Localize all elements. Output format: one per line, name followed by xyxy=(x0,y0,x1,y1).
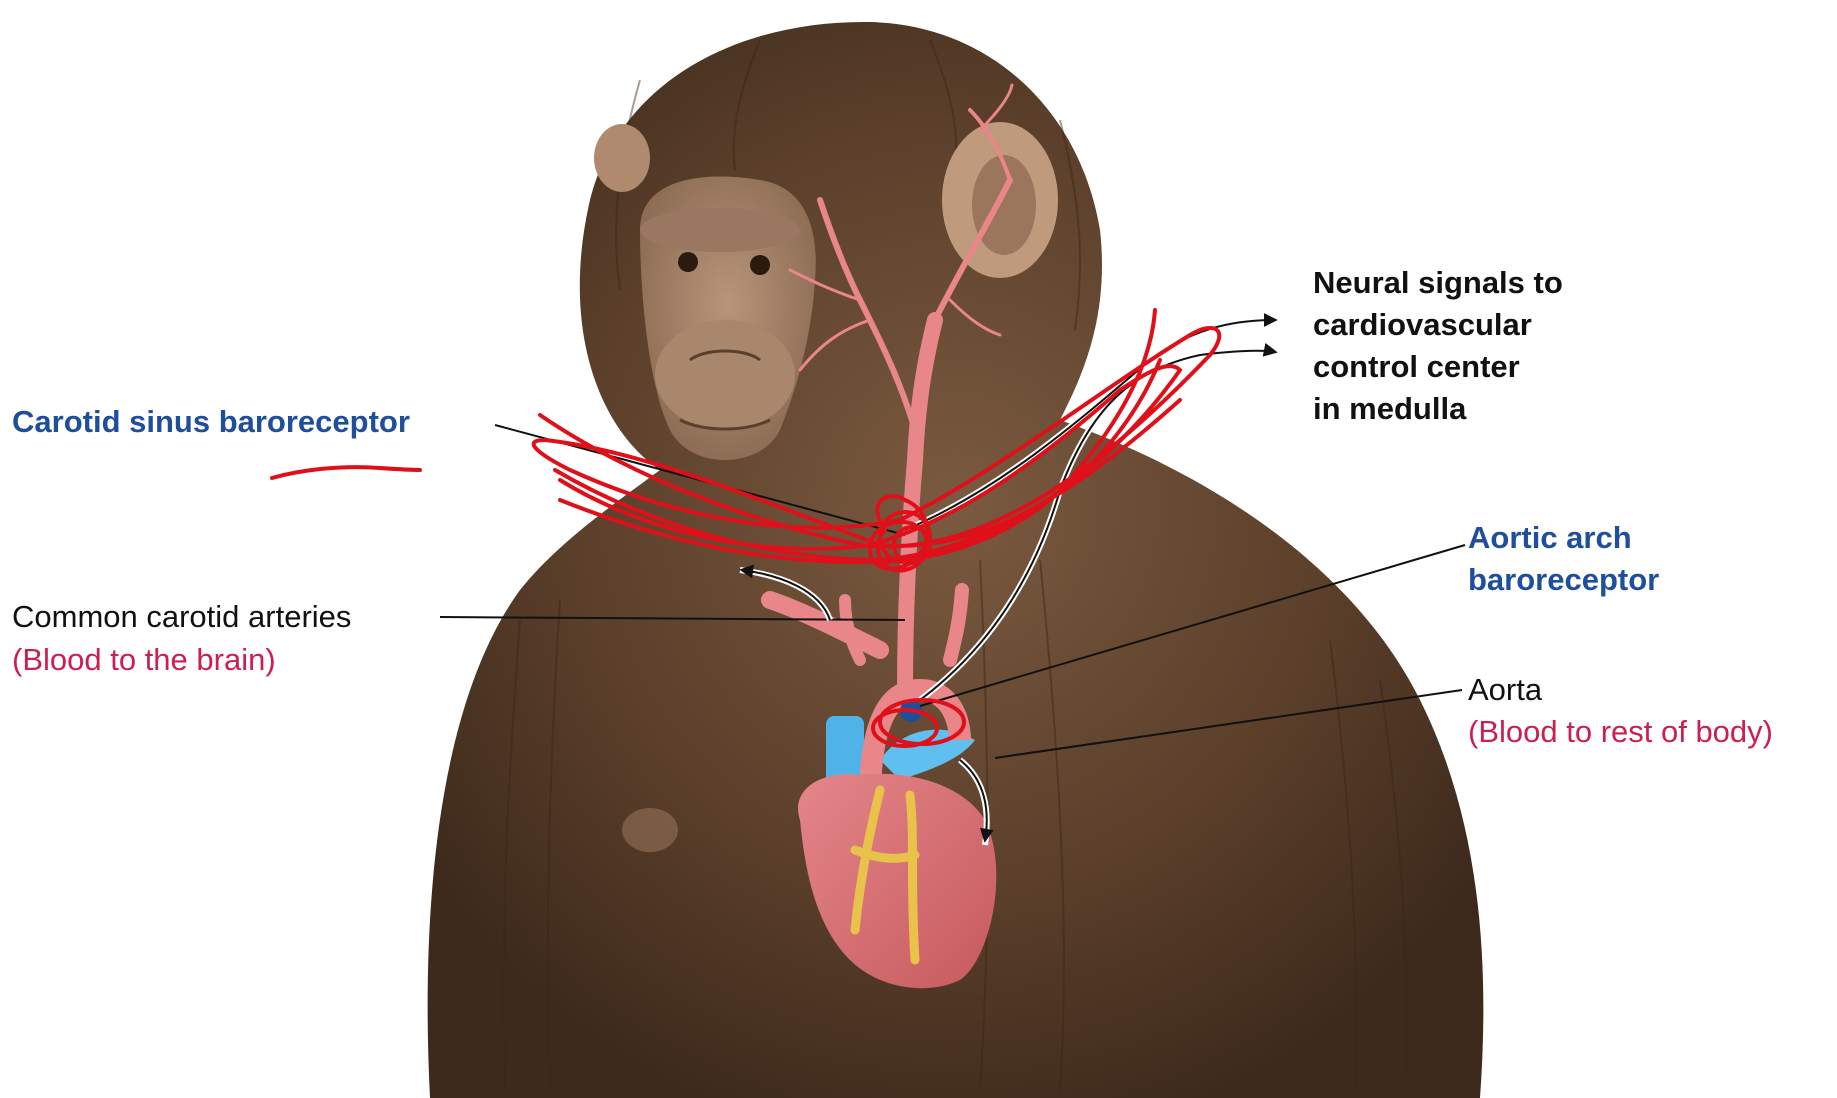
scribble-underline xyxy=(272,467,420,478)
label-aorta: Aorta xyxy=(1468,672,1543,707)
label-common-carotid-sub: (Blood to the brain) xyxy=(12,642,276,677)
label-aortic-arch-1: Aortic arch xyxy=(1468,520,1632,555)
label-neural-3: control center xyxy=(1313,349,1520,384)
label-neural-4: in medulla xyxy=(1313,391,1467,426)
chimp-eye-right xyxy=(750,255,770,275)
label-common-carotid: Common carotid arteries xyxy=(12,599,351,634)
label-neural-2: cardiovascular xyxy=(1313,307,1532,342)
chimp-eye-left xyxy=(678,252,698,272)
label-aorta-sub: (Blood to rest of body) xyxy=(1468,714,1773,749)
chimp-muzzle xyxy=(655,320,795,430)
label-aortic-arch-2: baroreceptor xyxy=(1468,562,1659,597)
label-carotid-sinus: Carotid sinus baroreceptor xyxy=(12,404,410,439)
label-neural-1: Neural signals to xyxy=(1313,265,1563,300)
chimp-brow xyxy=(640,208,800,252)
chimp-ear-left xyxy=(594,124,650,192)
